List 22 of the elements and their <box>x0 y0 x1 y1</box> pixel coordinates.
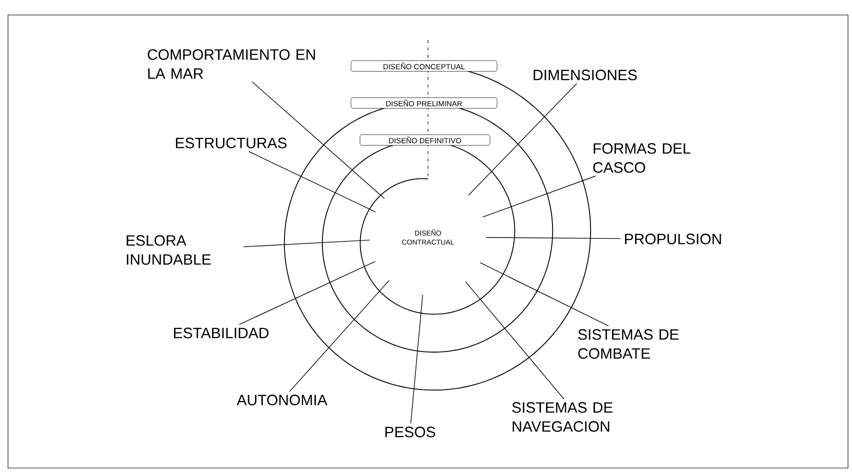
spoke-line <box>252 82 385 199</box>
spoke-line <box>482 176 596 218</box>
factor-label: PROPULSION <box>625 234 721 244</box>
factor-label: ESTRUCTURAS <box>176 138 287 148</box>
spoke-line <box>465 281 564 400</box>
spoke-line <box>480 262 609 326</box>
factor-label: FORMAS DEL CASCO <box>593 143 690 173</box>
spoke-line <box>468 83 578 196</box>
spoke-line <box>248 151 376 212</box>
factor-label: PESOS <box>385 426 436 438</box>
factor-label: SISTEMAS DE COMBATE <box>578 329 679 359</box>
factor-label: ESLORA INUNDABLE <box>126 235 211 265</box>
spoke-line <box>289 280 390 392</box>
spoke-line <box>486 237 621 239</box>
spoke-line <box>239 261 376 325</box>
spoke-line <box>410 294 423 424</box>
spoke-line <box>243 240 370 248</box>
factor-label: AUTONOMIA <box>236 394 328 406</box>
factor-label: ESTABILIDAD <box>174 328 268 338</box>
factor-label: SISTEMAS DE NAVEGACION <box>512 402 613 432</box>
factor-label: DIMENSIONES <box>534 70 637 80</box>
factor-label: COMPORTAMIENTO EN LA MAR <box>148 49 315 79</box>
